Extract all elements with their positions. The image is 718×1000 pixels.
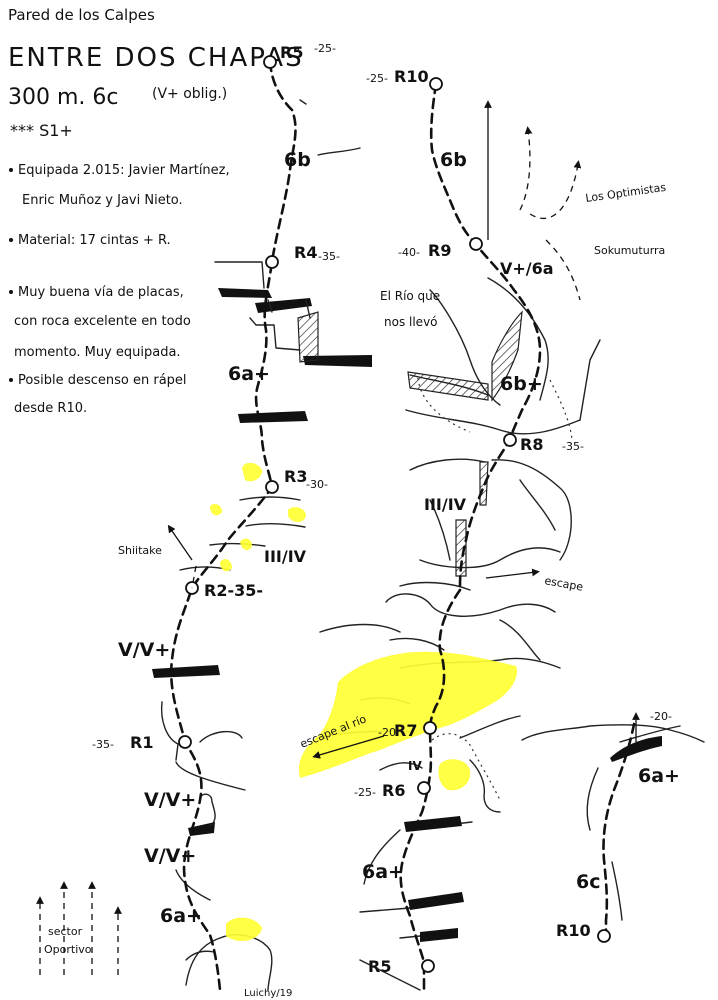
mini-top-distance: -20-: [650, 710, 672, 723]
escape-river-arrow: [312, 735, 385, 759]
grade-v-v-plus-middle: V/V+: [144, 789, 196, 811]
relay-r6-label: R6: [382, 781, 405, 800]
relay-r10-label: R10: [394, 67, 429, 86]
grade-6a-plus-mini: 6a+: [638, 765, 680, 787]
note-line: desde R10.: [14, 401, 87, 416]
optimistas-label: Los Optimistas: [585, 181, 667, 205]
relay-r7-bolt: [423, 721, 437, 735]
note-line: Muy buena vía de placas,: [18, 285, 184, 300]
grade-6b-right: 6b: [440, 149, 467, 171]
right-route-line-upper: [429, 82, 542, 588]
relay-r8-distance: -35-: [562, 440, 584, 453]
right-route-line-lower: [399, 588, 462, 992]
escape-label: escape: [543, 574, 584, 594]
grade-6b-plus: 6b+: [500, 373, 543, 395]
rio-label-2: nos llevó: [384, 315, 438, 329]
relay-r10b-label: R10: [556, 921, 591, 940]
route-rating: *** S1+: [10, 121, 73, 140]
relay-r1-bolt: [178, 735, 192, 749]
relay-r5-distance: -25-: [314, 42, 336, 55]
relay-r5-label: R5: [280, 43, 303, 62]
route-mandatory-grade: (V+ oblig.): [152, 86, 227, 102]
relay-r3-label: R3: [284, 467, 307, 486]
relay-r4-distance: -35-: [318, 250, 340, 263]
grade-v-plus-6a: V+/6a: [500, 259, 554, 278]
mini-topo-rock: [521, 724, 705, 921]
relay-r4-label: R4: [294, 243, 317, 262]
optimistas-line: [519, 126, 533, 211]
relay-r9-bolt: [469, 237, 483, 251]
relay-r8-label: R8: [520, 435, 543, 454]
note-line: momento. Muy equipada.: [14, 345, 181, 360]
grade-6a-plus-upper: 6a+: [228, 363, 270, 385]
left-route-line: [169, 60, 297, 992]
relay-r3-bolt: [265, 480, 279, 494]
optimistas-line-2: [529, 160, 582, 220]
note-line: Posible descenso en rápel: [18, 373, 187, 388]
sector-oportivo-arrows: [36, 881, 122, 975]
relay-r10-distance: -25-: [366, 72, 388, 85]
grade-v-v-plus-lower: V/V+: [144, 845, 196, 867]
mini-route-line: [602, 722, 636, 936]
sokumuturra-label: Sokumuturra: [594, 244, 665, 257]
relay-r7-distance: -20: [378, 726, 396, 739]
left-vegetation: [210, 462, 306, 942]
grade-iv: IV: [408, 759, 422, 773]
relay-r9-label: R9: [428, 241, 451, 260]
route-length-grade: 300 m. 6c: [8, 85, 119, 110]
grade-v-v-plus-upper: V/V+: [118, 639, 170, 661]
right-vegetation-slab: [298, 651, 518, 778]
author-signature: Luichy/19: [244, 988, 292, 999]
grade-6c: 6c: [576, 871, 600, 893]
relay-r5b-label: R5: [368, 957, 391, 976]
note-line: Enric Muñoz y Javi Nieto.: [22, 193, 183, 208]
grade-6a-plus-right: 6a+: [362, 861, 404, 883]
relay-r5-bolt: [263, 55, 277, 69]
grade-6b-left: 6b: [284, 149, 311, 171]
relay-r6-distance: -25-: [354, 786, 376, 799]
grade-6a-plus-lower: 6a+: [160, 905, 202, 927]
shiitake-label: Shiitake: [118, 544, 162, 557]
right-rock-features: [317, 277, 601, 991]
right-vegetation-patch: [438, 759, 471, 791]
escape-arrow: [485, 568, 540, 579]
relay-r9-distance: -40-: [398, 246, 420, 259]
relay-r10-bolt: [429, 77, 443, 91]
notes-block: Equipada 2.015: Javier Martínez, Enric M…: [9, 163, 230, 416]
shiitake-arrow: [167, 524, 193, 561]
relay-r4-bolt: [265, 255, 279, 269]
rio-label-1: El Río que: [380, 289, 440, 303]
sector-label: sector: [48, 925, 83, 938]
note-line: con roca excelente en todo: [14, 314, 191, 329]
grade-iii-iv-right: III/IV: [424, 495, 467, 514]
route-title: ENTRE DOS CHAPAS: [8, 43, 304, 73]
relay-r8-bolt: [503, 433, 517, 447]
relay-r7-label: R7: [394, 721, 417, 740]
left-rock-features: [152, 99, 372, 991]
relay-r2-label: R2-35-: [204, 581, 263, 600]
note-line: Equipada 2.015: Javier Martínez,: [18, 163, 230, 178]
sector-label-2: Oportivo: [44, 943, 92, 956]
relay-r3-distance: -30-: [306, 478, 328, 491]
relay-r10b-bolt: [597, 929, 611, 943]
relay-r1-distance: -35-: [92, 738, 114, 751]
note-line: Material: 17 cintas + R.: [18, 233, 171, 248]
grade-iii-iv-left: III/IV: [264, 547, 307, 566]
relay-r6-bolt: [417, 781, 431, 795]
wall-name: Pared de los Calpes: [8, 6, 155, 24]
relay-r1-label: R1: [130, 733, 153, 752]
relay-r5b-bolt: [421, 959, 435, 973]
